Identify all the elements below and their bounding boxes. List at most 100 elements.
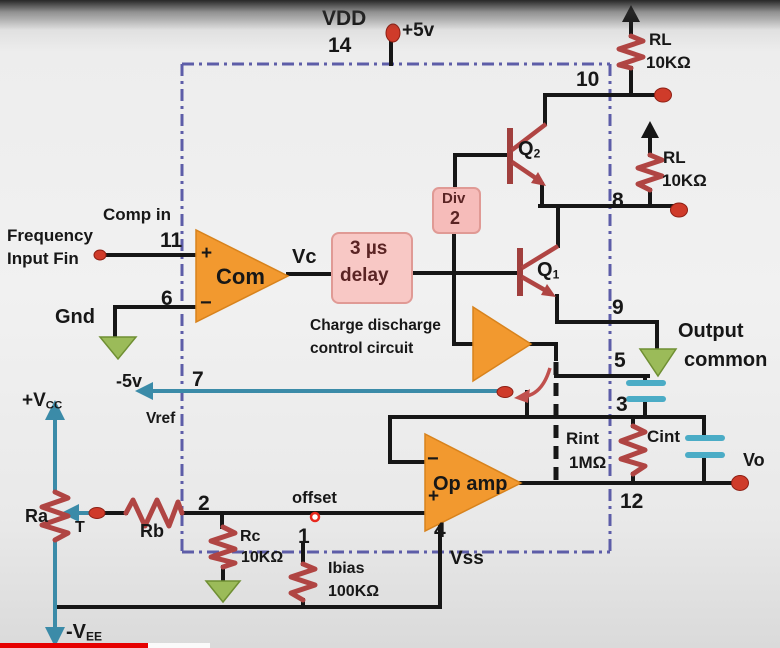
terminal-fin (93, 249, 107, 261)
label-pin8: 8 (612, 189, 624, 212)
label-pin10: 10 (576, 68, 600, 91)
label-pin14: 14 (328, 34, 352, 57)
resistor-rint (618, 423, 648, 477)
label-div2: 2 (450, 208, 461, 228)
switch-wiper-arrowhead (514, 389, 530, 403)
label-frequency: Frequency (7, 226, 93, 245)
label-rl1-value: 10KΩ (646, 53, 691, 72)
label-rl2: RL (663, 148, 686, 167)
buffer-triangle (472, 305, 533, 383)
cyan-wires (53, 389, 505, 632)
label-vo: Vo (743, 450, 765, 470)
wires (53, 18, 740, 609)
label-plus5v: +5v (402, 20, 435, 41)
terminal-pin8 (670, 202, 688, 218)
video-progress-watched[interactable] (0, 643, 148, 648)
label-opamp: Op amp (433, 473, 508, 495)
label-output: Output (678, 320, 744, 342)
label-pin1: 1 (298, 525, 310, 548)
label-com: Com (216, 264, 265, 289)
vcc-up-arrowhead (45, 400, 65, 420)
vref-left-arrowhead (135, 382, 153, 400)
label-pin6: 6 (161, 287, 173, 310)
terminal-pin10 (654, 87, 672, 103)
resistor-rb (123, 497, 185, 529)
label-ra: Ra (25, 506, 49, 526)
wiper-arrowhead (61, 504, 79, 522)
rl1-up-arrowhead (622, 5, 640, 22)
video-progress-bar[interactable] (0, 643, 780, 648)
label-rb: Rb (140, 521, 164, 541)
label-q2: Q2 (518, 138, 541, 161)
label-input-fin: Input Fin (7, 249, 79, 268)
label-vcc: +VCC (22, 390, 63, 412)
resistors (39, 33, 665, 603)
label-pin3: 3 (616, 393, 628, 416)
label-rl1: RL (649, 30, 672, 49)
label-charge-1: Charge discharge (310, 317, 441, 334)
label-pin5: 5 (614, 349, 626, 372)
label-t: T (75, 519, 85, 536)
label-pin9: 9 (612, 296, 624, 319)
terminal-switch-contact (496, 386, 514, 398)
vee-down-arrowhead (45, 627, 65, 647)
label-div: Div (442, 190, 466, 207)
label-com-minus: − (200, 292, 212, 314)
label-q1: Q1 (537, 259, 560, 282)
terminal-plus5v (385, 23, 401, 43)
wire-gnd-input (113, 305, 198, 338)
label-rc-value: 10KΩ (241, 549, 284, 566)
label-rc: Rc (240, 528, 261, 545)
q1-collector-lead (520, 244, 560, 270)
wire-buffer-output (528, 342, 558, 361)
label-pin11: 11 (160, 229, 183, 252)
ground-gnd-icon (98, 336, 138, 361)
label-vee: -VEE (66, 621, 103, 644)
label-ibias-value: 100KΩ (328, 583, 380, 600)
video-progress-buffered (148, 643, 210, 648)
rl2-up-arrowhead (641, 121, 659, 138)
capacitors (626, 380, 725, 458)
label-rl2-value: 10KΩ (662, 171, 707, 190)
resistor-rl1 (616, 33, 646, 71)
label-common: common (684, 349, 768, 371)
label-comp-in: Comp in (103, 205, 171, 224)
switch-wiper-arrow (526, 367, 552, 398)
wire-opamp-inverting (388, 415, 427, 464)
terminal-wiper (88, 507, 106, 519)
label-vc: Vc (292, 246, 317, 268)
label-vref: Vref (146, 410, 176, 427)
q1-emitter-arrowhead (541, 284, 556, 297)
resistor-ibias (288, 561, 318, 603)
label-minus5v: -5v (116, 371, 143, 391)
label-delay-1: 3 µs (350, 238, 388, 259)
label-vss: Vss (450, 548, 484, 569)
label-opamp-plus: + (428, 486, 440, 507)
label-cint: Cint (647, 427, 681, 446)
label-opamp-minus: − (427, 448, 439, 470)
label-vdd: VDD (322, 7, 367, 30)
transistor-q1 (517, 244, 560, 297)
opamp-triangle (424, 432, 523, 533)
resistor-ra (39, 489, 71, 543)
ground-output-common-icon (638, 348, 678, 378)
ic-boundary (180, 62, 612, 554)
label-offset: offset (292, 489, 337, 507)
ground-rc-icon (204, 580, 242, 604)
ground-symbols (98, 336, 678, 604)
offset-node-marker (309, 511, 321, 523)
comparator-triangle (195, 228, 290, 324)
resistor-rc (208, 524, 238, 570)
label-pin7: 7 (192, 368, 204, 391)
wire-q2-base (453, 153, 508, 191)
resistor-rl2 (635, 152, 665, 193)
q2-collector-lead (510, 122, 548, 152)
label-com-plus: + (201, 243, 213, 264)
q2-emitter-arrowhead (531, 172, 546, 186)
label-charge-2: control circuit (310, 340, 414, 357)
label-rint: Rint (566, 429, 600, 448)
label-pin4: 4 (434, 519, 446, 542)
label-ibias: Ibias (328, 560, 365, 577)
